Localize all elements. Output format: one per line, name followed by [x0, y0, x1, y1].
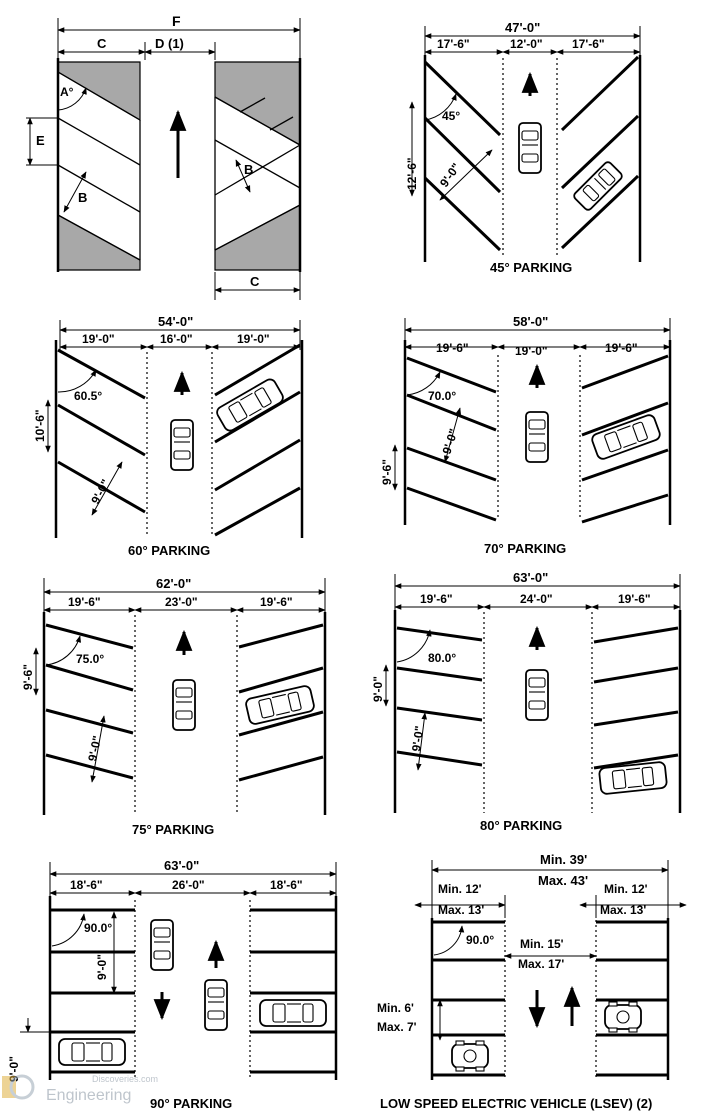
- lsev-panel: Min. 39' Max. 43' Min. 12' Max. 13' Min.…: [377, 852, 687, 1111]
- lsev-aisle-min: Min. 15': [520, 937, 564, 951]
- p60-aisle-dim: 16'-0": [160, 332, 193, 346]
- watermark-line1: Discoveries.com: [92, 1074, 158, 1084]
- p80-title: 80° PARKING: [480, 818, 562, 833]
- p90-right-dim: 18'-6": [270, 878, 303, 892]
- p90-angle: 90.0°: [84, 921, 112, 935]
- lsev-stall-min: Min. 6': [377, 1001, 414, 1015]
- lsev-stall-max: Max. 7': [377, 1020, 417, 1034]
- p60-left-dim: 19'-0": [82, 332, 115, 346]
- parking-60-panel: 54'-0" 19'-0" 16'-0" 19'-0" 60.5° 10'-6"…: [33, 314, 304, 558]
- p70-title: 70° PARKING: [484, 541, 566, 556]
- dim-d-label: D (1): [155, 36, 184, 51]
- p45-total-dim: 47'-0": [505, 20, 540, 35]
- p90-total-dim: 63'-0": [164, 858, 199, 873]
- lsev-total-max: Max. 43': [538, 873, 588, 888]
- parking-80-panel: 63'-0" 19'-6" 24'-0" 19'-6" 80.0° 9'-0" …: [371, 570, 682, 833]
- p45-angle: 45°: [442, 109, 460, 123]
- dim-b-left-label: B: [78, 190, 87, 205]
- p45-left-dim: 17'-6": [437, 37, 470, 51]
- p70-right-dim: 19'-6": [605, 341, 638, 355]
- p75-stall-width: 9'-0": [85, 734, 104, 762]
- p80-left-dim: 19'-6": [420, 592, 453, 606]
- dim-c-bottom-label: C: [250, 274, 260, 289]
- p70-aisle-dim: 19'-0": [515, 344, 548, 358]
- p80-aisle-dim: 24'-0": [520, 592, 553, 606]
- p80-right-dim: 19'-6": [618, 592, 651, 606]
- p70-angle: 70.0°: [428, 389, 456, 403]
- p75-aisle-dim: 23'-0": [165, 595, 198, 609]
- p60-curb-dim: 10'-6": [33, 409, 47, 442]
- generic-layout-panel: F C D (1) A° E B B: [26, 13, 302, 300]
- p45-aisle-dim: 12'-0": [510, 37, 543, 51]
- p90-aisle-dim: 26'-0": [172, 878, 205, 892]
- dim-e-label: E: [36, 133, 45, 148]
- p75-angle: 75.0°: [76, 652, 104, 666]
- parking-90-panel: 63'-0" 18'-6" 26'-0" 18'-6" 90.0° 9'-0" …: [7, 858, 338, 1111]
- lsev-aisle-max: Max. 17': [518, 957, 564, 971]
- p80-stall-width: 9'-0": [409, 725, 426, 753]
- p90-title: 90° PARKING: [150, 1096, 232, 1111]
- p75-right-dim: 19'-6": [260, 595, 293, 609]
- p90-left-dim: 18'-6": [70, 878, 103, 892]
- parking-45-panel: 47'-0" 17'-6" 12'-0" 17'-6" 45° 12'-6" 9…: [405, 20, 642, 275]
- p70-total-dim: 58'-0": [513, 314, 548, 329]
- p45-right-dim: 17'-6": [572, 37, 605, 51]
- p45-title: 45° PARKING: [490, 260, 572, 275]
- p45-stall-width: 9'-0": [437, 160, 463, 189]
- lsev-right-max: Max. 13': [600, 903, 646, 917]
- dim-f-label: F: [172, 13, 181, 29]
- lsev-left-min: Min. 12': [438, 882, 482, 896]
- p80-curb-dim: 9'-0": [371, 676, 385, 702]
- p60-right-dim: 19'-0": [237, 332, 270, 346]
- parking-70-panel: 58'-0" 19'-6" 19'-0" 19'-6" 70.0° 9'-6" …: [380, 314, 672, 556]
- p80-angle: 80.0°: [428, 651, 456, 665]
- lsev-right-min: Min. 12': [604, 882, 648, 896]
- p90-stall-width: 9'-0": [95, 954, 109, 980]
- p75-total-dim: 62'-0": [156, 576, 191, 591]
- dim-c-top-label: C: [97, 36, 107, 51]
- p70-curb-dim: 9'-6": [380, 459, 394, 485]
- p70-stall-width: 9'-0": [440, 427, 461, 456]
- p60-angle: 60.5°: [74, 389, 102, 403]
- p75-left-dim: 19'-6": [68, 595, 101, 609]
- lsev-left-max: Max. 13': [438, 903, 484, 917]
- lsev-angle: 90.0°: [466, 933, 494, 947]
- p80-total-dim: 63'-0": [513, 570, 548, 585]
- angle-a-label: A°: [60, 85, 74, 99]
- dim-b-right-label: B: [244, 162, 253, 177]
- p70-left-dim: 19'-6": [436, 341, 469, 355]
- watermark: Discoveries.com Engineering: [2, 1074, 158, 1104]
- p75-curb-dim: 9'-6": [21, 664, 35, 690]
- watermark-line2: Engineering: [46, 1087, 131, 1104]
- parking-75-panel: 62'-0" 19'-6" 23'-0" 19'-6" 75.0° 9'-6" …: [21, 576, 327, 837]
- shaded-island-bottom-left: [57, 213, 141, 271]
- p60-total-dim: 54'-0": [158, 314, 193, 329]
- p75-title: 75° PARKING: [132, 822, 214, 837]
- p60-title: 60° PARKING: [128, 543, 210, 558]
- p45-curb-dim: 12'-6": [405, 157, 419, 190]
- shaded-island-bottom-right: [214, 204, 301, 271]
- lsev-title: LOW SPEED ELECTRIC VEHICLE (LSEV) (2): [380, 1096, 652, 1111]
- lsev-total-min: Min. 39': [540, 852, 587, 867]
